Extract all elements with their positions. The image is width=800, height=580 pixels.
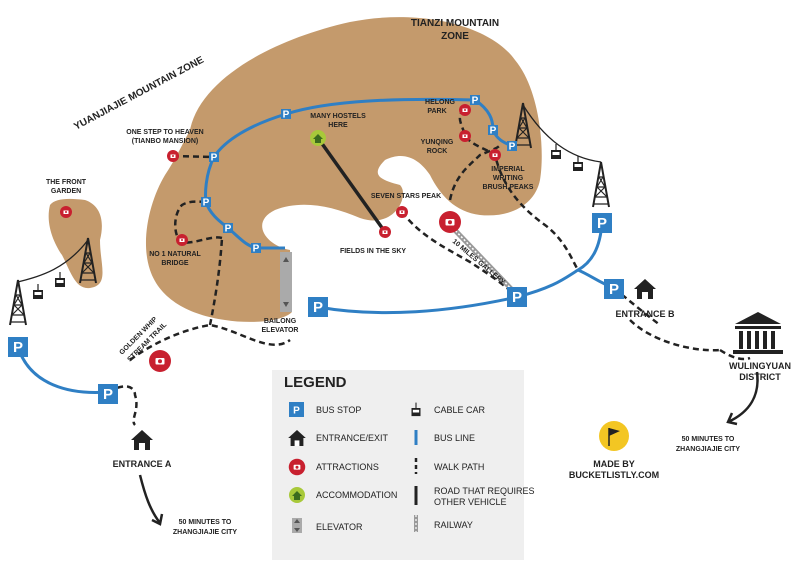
label-entrance-b: ENTRANCE B — [615, 309, 675, 319]
svg-text:P: P — [597, 215, 607, 232]
label-yunqing-1: YUNQING — [421, 139, 454, 146]
credit: MADE BY BUCKETLISTLY.COM — [569, 421, 659, 480]
legend-cable-car: CABLE CAR — [434, 405, 486, 415]
bus-lines — [16, 97, 615, 394]
bus-stop-ten-miles: P — [507, 287, 527, 307]
bailong-elevator — [280, 252, 292, 312]
svg-text:P: P — [509, 142, 516, 153]
label-many-hostels-2: HERE — [328, 122, 348, 129]
svg-text:P: P — [313, 299, 323, 316]
svg-text:P: P — [253, 244, 260, 255]
flag-icon — [599, 421, 629, 451]
label-imperial-1: IMPERIAL — [491, 166, 525, 173]
arrow-icon — [138, 371, 759, 526]
bus-stop-cable-car: P — [592, 213, 612, 233]
label-travel-a-1: 50 MINUTES TO — [179, 519, 232, 526]
label-natural-bridge-1: NO 1 NATURAL — [149, 251, 201, 258]
label-seven-stars: SEVEN STARS PEAK — [371, 193, 441, 200]
camera-icon — [288, 458, 306, 476]
svg-text:P: P — [490, 126, 497, 137]
svg-text:P: P — [609, 281, 619, 298]
label-one-step-2: (TIANBO MANSION) — [132, 138, 199, 145]
label-bailong-2: ELEVATOR — [262, 327, 299, 334]
credit-line-2: BUCKETLISTLY.COM — [569, 470, 659, 480]
legend-bus-line: BUS LINE — [434, 433, 475, 443]
label-many-hostels-1: MANY HOSTELS — [310, 113, 366, 120]
road-fields-in-sky — [316, 136, 387, 234]
label-entrance-a: ENTRANCE A — [113, 459, 172, 469]
legend-accommodation: ACCOMMODATION — [316, 490, 397, 500]
bus-stop-entrance-a: P — [98, 384, 118, 404]
legend-walk-path: WALK PATH — [434, 462, 484, 472]
label-imperial-2: WRITING — [493, 175, 524, 182]
museum-icon — [733, 312, 783, 354]
entrance-a-icon — [131, 430, 153, 450]
label-bailong-1: BAILONG — [264, 318, 297, 325]
legend-road-1: ROAD THAT REQUIRES — [434, 486, 535, 496]
cable-car-front-garden — [9, 237, 97, 326]
zone-label-tianzi-2: ZONE — [441, 31, 469, 42]
legend: LEGEND P BUS STOP ENTRANCE/EXIT ATTRACTI… — [272, 370, 535, 560]
zone-label-tianzi-1: TIANZI MOUNTAIN — [411, 18, 499, 29]
svg-text:P: P — [103, 386, 113, 403]
legend-road-2: OTHER VEHICLE — [434, 497, 507, 507]
bus-stop-entrance-b: P — [604, 279, 624, 299]
label-travel-w-2: ZHANGJIAJIE CITY — [676, 446, 741, 453]
svg-text:P: P — [283, 110, 290, 121]
svg-text:P: P — [203, 198, 210, 209]
label-helong-2: PARK — [427, 108, 446, 115]
bus-stop-icon — [289, 402, 304, 417]
legend-bus-stop: BUS STOP — [316, 405, 361, 415]
label-front-garden-1: THE FRONT — [46, 179, 87, 186]
label-yunqing-2: ROCK — [427, 148, 448, 155]
mountain-area-main — [145, 17, 542, 322]
label-front-garden-2: GARDEN — [51, 188, 81, 195]
label-natural-bridge-2: BRIDGE — [161, 260, 189, 267]
railway-ten-miles-gallery — [448, 223, 519, 297]
walk-path-wulingyuan — [613, 287, 661, 326]
legend-title: LEGEND — [284, 374, 347, 391]
svg-text:P: P — [472, 96, 479, 107]
label-helong-1: HELONG — [425, 99, 456, 106]
label-wulingyuan-2: DISTRICT — [739, 372, 781, 382]
svg-text:P: P — [225, 224, 232, 235]
label-fields-sky: FIELDS IN THE SKY — [340, 248, 406, 255]
bus-stop-bailong: P — [308, 297, 328, 317]
label-ten-miles: 10 MILES GALLERY — [451, 238, 507, 286]
svg-text:P: P — [211, 153, 218, 164]
entrance-b-icon — [634, 279, 656, 299]
legend-railway: RAILWAY — [434, 520, 473, 530]
credit-line-1: MADE BY — [593, 459, 635, 469]
bus-stops-small: P P P P P P P P — [201, 95, 517, 255]
bus-stop-entrance-a-west: P — [8, 337, 28, 357]
label-travel-a-2: ZHANGJIAJIE CITY — [173, 529, 238, 536]
label-travel-w-1: 50 MINUTES TO — [682, 436, 735, 443]
legend-entrance: ENTRANCE/EXIT — [316, 433, 389, 443]
cable-car-tianzi — [514, 102, 610, 208]
label-one-step-1: ONE STEP TO HEAVEN — [126, 129, 203, 136]
legend-attractions: ATTRACTIONS — [316, 462, 379, 472]
zone-label-yuanjiajie: YUANJIAJIE MOUNTAIN ZONE — [72, 55, 206, 133]
svg-text:P: P — [13, 339, 23, 356]
legend-elevator: ELEVATOR — [316, 522, 363, 532]
home-icon — [289, 487, 305, 503]
label-imperial-3: BRUSH PEAKS — [483, 184, 534, 191]
accommodation-marker — [310, 130, 326, 146]
svg-text:P: P — [512, 289, 522, 306]
label-wulingyuan-1: WULINGYUAN — [729, 361, 791, 371]
elevator-icon — [292, 518, 302, 533]
svg-text:P: P — [293, 406, 300, 417]
